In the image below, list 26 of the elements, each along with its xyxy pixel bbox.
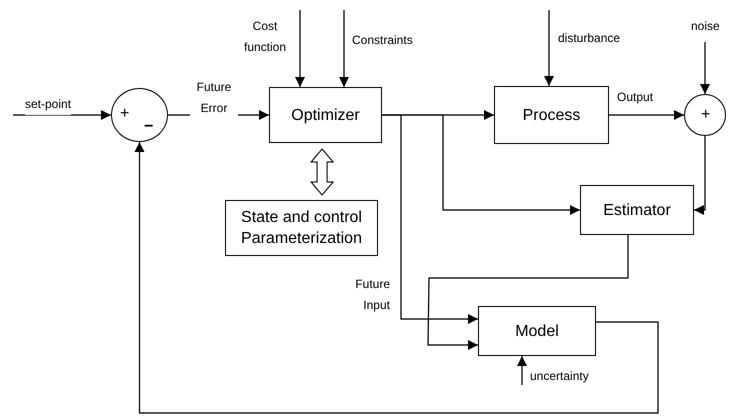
arrow: [700, 42, 710, 94]
plus-sign: +: [701, 107, 710, 123]
process-box: [225, 200, 378, 256]
double-arrow: [310, 148, 334, 196]
process-box: [478, 306, 596, 356]
block-label: Model: [515, 322, 559, 342]
minus-sign: −: [144, 119, 154, 135]
block-label: Process: [522, 106, 580, 126]
block-label: Optimizer: [291, 106, 360, 126]
arrow: [609, 110, 684, 120]
arrow: [427, 235, 629, 350]
arrow: [694, 136, 706, 215]
block-label: Estimator: [603, 200, 671, 220]
process-box: [580, 185, 694, 235]
arrow: [339, 10, 349, 87]
plus-sign: +: [120, 106, 130, 122]
arrow: [134, 142, 659, 414]
block-label: State and control Parameterization: [240, 208, 363, 249]
arrow: [295, 10, 305, 87]
arrow: [13, 110, 111, 120]
arrow: [517, 356, 527, 385]
process-box: [269, 87, 382, 143]
summing-junction: [684, 94, 726, 136]
process-box: [494, 86, 609, 144]
arrow: [382, 114, 478, 324]
arrow: [544, 10, 554, 86]
